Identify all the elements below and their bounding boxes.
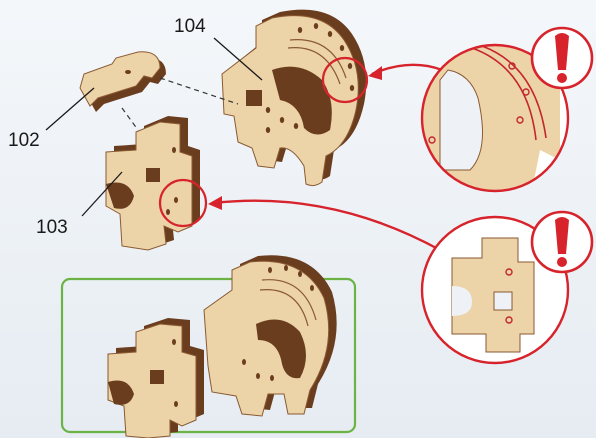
callout-103: 103 xyxy=(36,171,123,238)
pointer-arrow-bottom xyxy=(208,196,441,252)
label-102: 102 xyxy=(8,130,40,151)
zoom-detail-top xyxy=(420,43,570,193)
pointer-arrow-top xyxy=(368,63,443,80)
label-104: 104 xyxy=(174,16,206,37)
label-103: 103 xyxy=(36,217,68,238)
assembled-model xyxy=(107,255,337,438)
highlight-circle-103 xyxy=(158,178,208,228)
callout-104: 104 xyxy=(174,16,263,81)
highlight-circle-104 xyxy=(321,56,369,104)
part-104 xyxy=(221,9,367,187)
part-103-holes xyxy=(166,147,178,215)
zoom-frame-top xyxy=(420,43,570,193)
assembly-guides xyxy=(121,77,239,131)
zoom-frame-bottom xyxy=(420,215,570,365)
assembled-result-frame xyxy=(60,277,357,434)
part-103 xyxy=(105,116,200,251)
part-102 xyxy=(79,51,166,112)
part-102-face xyxy=(79,51,161,107)
exclamation-icon xyxy=(530,210,594,274)
zoom-detail-bottom xyxy=(420,215,570,365)
part-104-arc xyxy=(287,47,341,85)
part-103-square-hole xyxy=(146,168,160,182)
part-104-holes xyxy=(265,23,355,133)
part-104-square-hole xyxy=(246,90,262,106)
part-104-cutout xyxy=(272,66,332,135)
callout-102: 102 xyxy=(8,87,95,151)
part-104-arc xyxy=(289,39,347,79)
part-103-face xyxy=(105,121,193,251)
exclamation-icon xyxy=(530,26,594,90)
part-102-hole xyxy=(125,70,131,74)
part-103-notch xyxy=(106,182,134,209)
